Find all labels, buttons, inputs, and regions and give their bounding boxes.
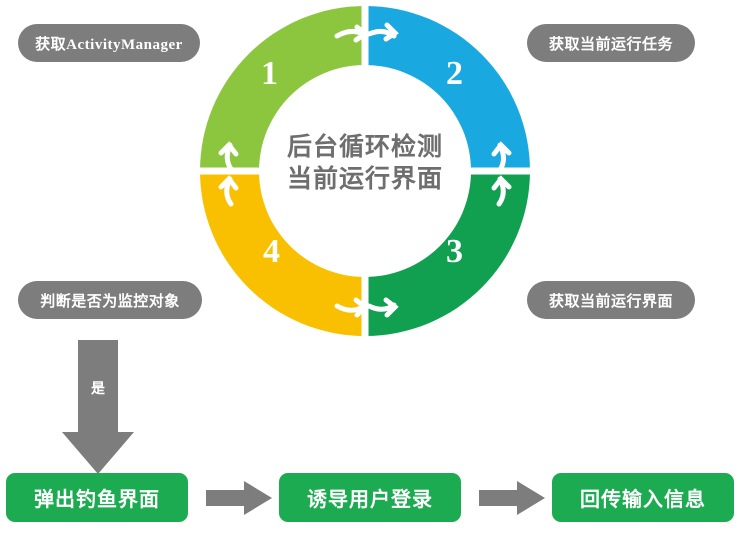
step-label-text: 获取ActivityManager <box>35 36 183 53</box>
flow-box-label: 诱导用户登录 <box>307 489 433 511</box>
cycle-donut: 1 2 3 4 后台循环检测 当前运行界面 <box>197 3 533 339</box>
cycle-step-number-2: 2 <box>446 55 463 92</box>
cycle-segment-4 <box>200 171 365 336</box>
step-label-text: 获取当前运行界面 <box>548 292 673 310</box>
flow-connector-1 <box>206 481 272 515</box>
cycle-center-title-line-2: 当前运行界面 <box>286 165 443 193</box>
step-label-text: 获取当前运行任务 <box>548 35 673 53</box>
yes-branch-arrow: 是 <box>62 340 134 474</box>
yes-branch-label: 是 <box>91 380 105 396</box>
arrow-right-icon <box>206 481 272 515</box>
cycle-step-number-3: 3 <box>446 233 463 270</box>
cycle-step-number-1: 1 <box>261 55 278 92</box>
flow-connector-2 <box>479 481 545 515</box>
step-label-judge-monitor-target: 判断是否为监控对象 <box>18 281 202 319</box>
step-label-get-activity-manager: 获取ActivityManager <box>18 24 200 62</box>
curved-arrow-icon <box>218 22 512 318</box>
cycle-segment-1 <box>200 6 365 171</box>
arrow-right-icon <box>479 481 545 515</box>
flow-box-label: 回传输入信息 <box>580 489 706 511</box>
arrow-down-icon <box>62 340 134 474</box>
step-label-get-running-task: 获取当前运行任务 <box>527 24 695 62</box>
cycle-center-title-line-1: 后台循环检测 <box>286 133 443 161</box>
step-label-text: 判断是否为监控对象 <box>40 292 180 310</box>
flow-box-upload-info[interactable]: 回传输入信息 <box>552 473 734 522</box>
cycle-center-title: 后台循环检测 当前运行界面 <box>197 131 533 195</box>
cycle-segment-3 <box>365 171 530 336</box>
flow-box-label: 弹出钓鱼界面 <box>34 489 160 511</box>
flow-box-phishing-ui[interactable]: 弹出钓鱼界面 <box>6 473 188 522</box>
step-label-get-running-ui: 获取当前运行界面 <box>527 281 695 319</box>
cycle-step-number-4: 4 <box>263 233 280 270</box>
cycle-segment-2 <box>365 6 530 171</box>
cycle-donut-svg <box>197 3 533 339</box>
segment-dividers <box>197 3 533 339</box>
flow-box-induce-login[interactable]: 诱导用户登录 <box>279 473 461 522</box>
